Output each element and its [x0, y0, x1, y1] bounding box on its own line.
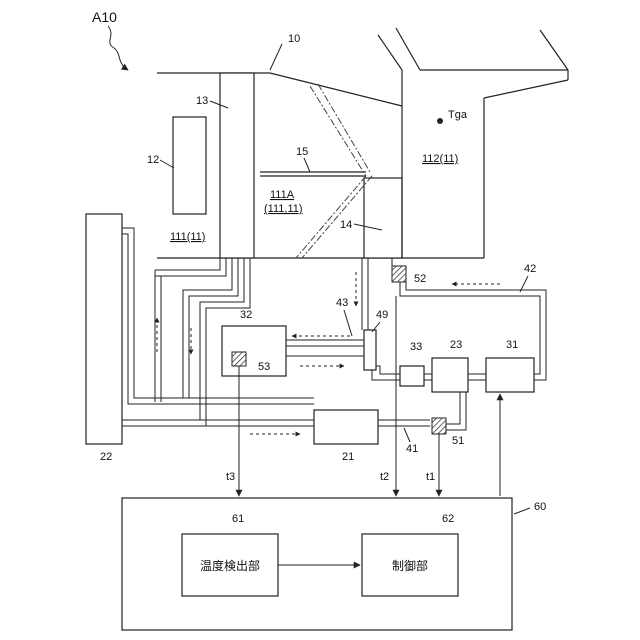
- label-61: 61: [232, 513, 244, 525]
- label-111A: 111A: [270, 189, 295, 201]
- label-15: 15: [296, 146, 308, 158]
- sensor-52: [392, 266, 406, 282]
- label-112-11: 112(11): [422, 153, 458, 165]
- label-111A-sub: (111,11): [264, 203, 303, 215]
- label-111-11: 111(11): [170, 231, 205, 243]
- controller-label: 制御部: [392, 558, 428, 573]
- label-12: 12: [147, 154, 159, 166]
- label-41: 41: [406, 443, 418, 455]
- label-tga: Tga: [448, 109, 468, 121]
- column-13: [220, 73, 254, 258]
- label-42: 42: [524, 263, 536, 275]
- label-10: 10: [288, 33, 300, 45]
- unit-12: [173, 117, 206, 214]
- room-14: [364, 178, 402, 258]
- label-33: 33: [410, 341, 422, 353]
- sensor-53: [232, 352, 246, 366]
- label-49: 49: [376, 309, 388, 321]
- label-13: 13: [196, 95, 208, 107]
- label-t1: t1: [426, 471, 435, 483]
- label-t3: t3: [226, 471, 235, 483]
- partition-swing: [296, 84, 372, 258]
- unit-21: [314, 410, 378, 444]
- label-31: 31: [506, 339, 518, 351]
- label-23: 23: [450, 339, 462, 351]
- temperature-detector-label: 温度検出部: [200, 558, 260, 573]
- label-32: 32: [240, 309, 252, 321]
- unit-23: [432, 358, 468, 392]
- figure-ref-arrow: [108, 26, 128, 70]
- label-62: 62: [442, 513, 454, 525]
- label-53: 53: [258, 361, 270, 373]
- unit-22: [86, 214, 122, 444]
- label-t2: t2: [380, 471, 389, 483]
- tga-sensor-point: [437, 118, 443, 124]
- sensor-51: [432, 418, 446, 434]
- label-60: 60: [534, 501, 546, 513]
- unit-33: [400, 366, 424, 386]
- unit-31: [486, 358, 534, 392]
- figure-ref-label: A10: [92, 9, 117, 25]
- unit-32: [222, 326, 286, 376]
- building-outline: [157, 28, 568, 258]
- label-43: 43: [336, 297, 348, 309]
- valve-49: [364, 330, 376, 370]
- label-51: 51: [452, 435, 464, 447]
- label-52: 52: [414, 273, 426, 285]
- label-21: 21: [342, 451, 354, 463]
- label-22: 22: [100, 451, 112, 463]
- label-14: 14: [340, 219, 352, 231]
